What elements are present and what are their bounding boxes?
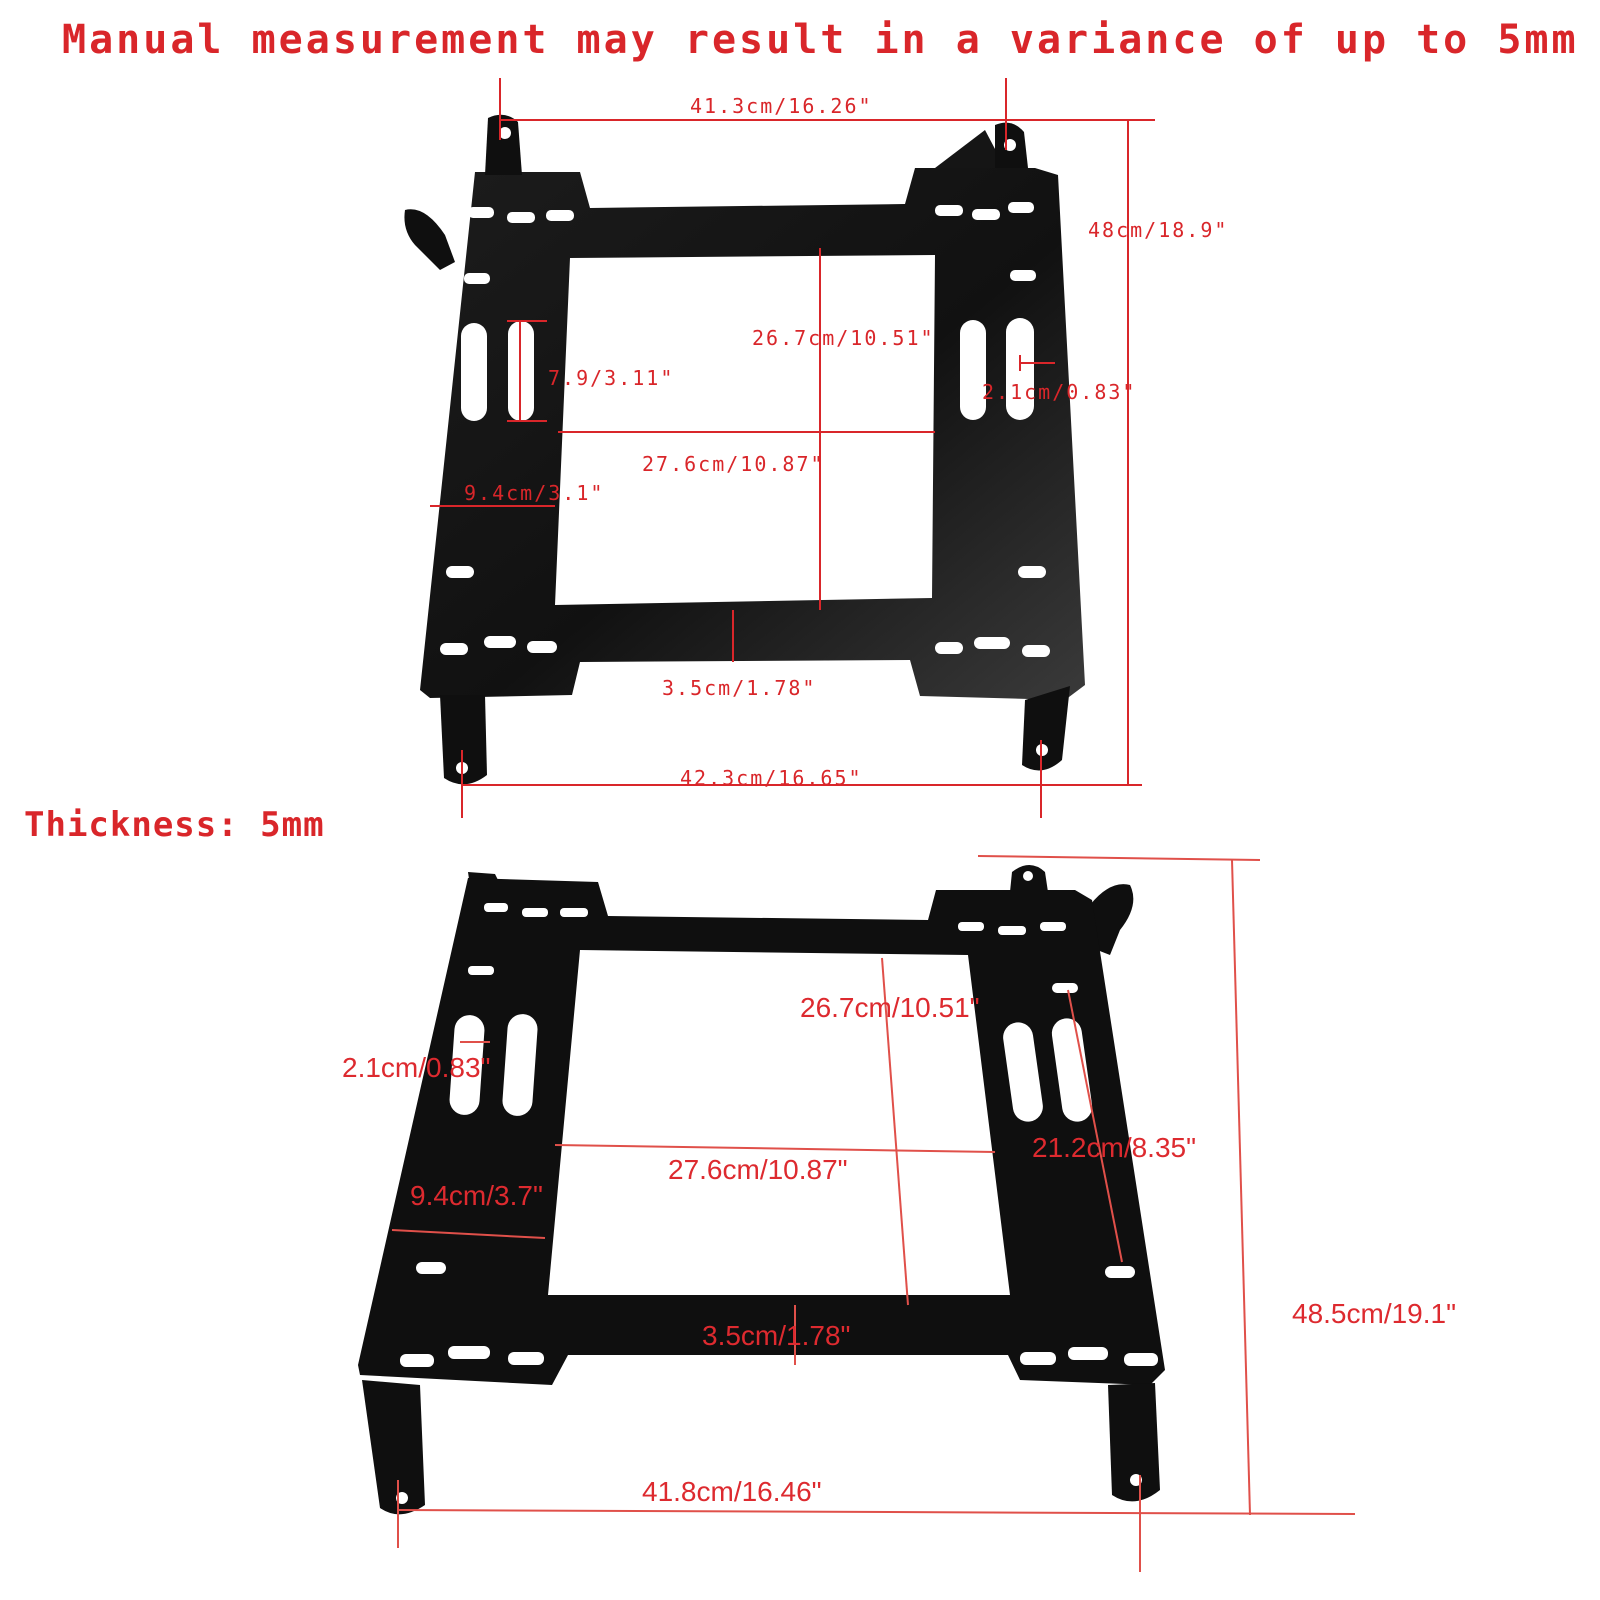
- bottom-bottom-width-label: 41.8cm/16.46": [642, 1476, 822, 1507]
- bottom-bracket-holes: [396, 871, 1158, 1504]
- measurement-variance-note: Manual measurement may result in a varia…: [62, 17, 1579, 63]
- top-bottom-rail-depth-label: 3.5cm/1.78": [662, 676, 817, 700]
- bottom-seat-bracket: [358, 865, 1165, 1515]
- top-bracket-plate: [420, 168, 1085, 700]
- bottom-bracket-plate: [358, 878, 1165, 1385]
- top-bracket-ear-bottom-right: [1022, 686, 1070, 771]
- bottom-slot-spacing-label: 2.1cm/0.83": [342, 1052, 491, 1083]
- top-opening-length-label: 26.7cm/10.51": [752, 326, 935, 350]
- top-overall-length-label: 48cm/18.9": [1088, 218, 1229, 242]
- top-slot-spacing-label: 2.1cm/0.83": [982, 380, 1137, 404]
- top-bracket-ear-bottom-left: [440, 695, 487, 785]
- top-width-label: 41.3cm/16.26": [690, 94, 873, 118]
- bottom-overall-length-label: 48.5cm/19.1": [1292, 1298, 1457, 1329]
- bottom-side-rail-width-label: 9.4cm/3.7": [410, 1180, 543, 1211]
- top-bottom-width-label: 42.3cm/16.65": [680, 766, 863, 790]
- bottom-bracket-ear-bottom-right: [1108, 1383, 1160, 1502]
- bottom-bracket-right-hook: [1090, 884, 1134, 955]
- bottom-bracket-ear-bottom-left: [362, 1380, 425, 1515]
- top-bracket-ear-top-left: [485, 114, 522, 175]
- thickness-note: Thickness: 5mm: [24, 805, 325, 845]
- bottom-opening-width-label: 27.6cm/10.87": [668, 1154, 848, 1185]
- top-bracket-right-tab: [935, 130, 1005, 168]
- top-side-rail-width-label: 9.4cm/3.1": [464, 481, 605, 505]
- top-seat-bracket: [404, 114, 1085, 785]
- bottom-side-slot-span-label: 21.2cm/8.35": [1032, 1132, 1197, 1163]
- top-slot-length-label: 7.9/3.11": [548, 366, 675, 390]
- top-bracket-left-hook: [404, 209, 455, 270]
- top-dimension-lines: [430, 78, 1155, 818]
- bottom-dimension-lines: [391, 855, 1356, 1572]
- bottom-opening-length-label: 26.7cm/10.51": [800, 992, 980, 1023]
- bottom-bottom-rail-depth-label: 3.5cm/1.78": [702, 1320, 851, 1351]
- top-opening-width-label: 27.6cm/10.87": [642, 452, 825, 476]
